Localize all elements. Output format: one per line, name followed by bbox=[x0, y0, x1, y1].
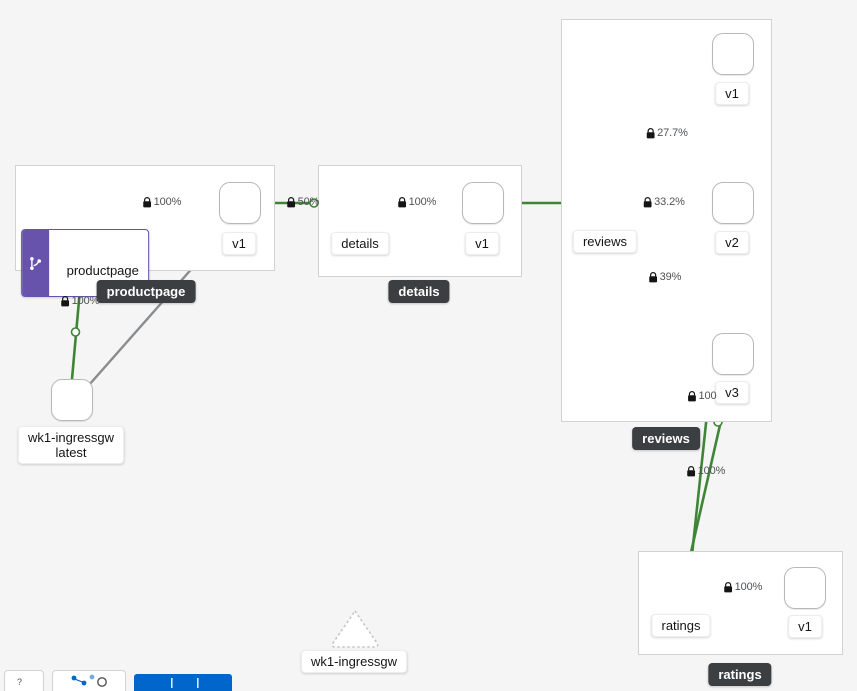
mtls-lock-icon bbox=[687, 390, 696, 402]
node-label-wk1-ingressgw-workload[interactable]: wk1-ingressgw latest bbox=[18, 426, 124, 464]
node-label-text: v2 bbox=[725, 235, 739, 250]
node-wk1-ingressgw-service-outline[interactable] bbox=[331, 610, 379, 648]
edge-label-reviews-svc-to-v2[interactable]: 33.2% bbox=[643, 196, 685, 208]
mtls-lock-icon bbox=[687, 465, 696, 477]
primary-button-icon bbox=[171, 677, 199, 688]
node-label-ratings-v1[interactable]: v1 bbox=[788, 615, 822, 638]
node-label-text: v1 bbox=[475, 236, 489, 251]
edge-percent: 100% bbox=[408, 196, 437, 208]
node-label-ratings-service[interactable]: ratings bbox=[651, 614, 711, 637]
group-label-text: details bbox=[398, 284, 440, 299]
group-label-reviews[interactable]: reviews bbox=[632, 427, 700, 450]
node-label-details-v1[interactable]: v1 bbox=[465, 232, 499, 255]
toolbar-layout-button[interactable] bbox=[52, 670, 126, 691]
edge-percent: 100% bbox=[734, 581, 763, 593]
node-label-text: v1 bbox=[232, 236, 246, 251]
node-productpage-v1[interactable] bbox=[219, 182, 261, 224]
group-label-details[interactable]: details bbox=[388, 280, 450, 303]
group-label-text: ratings bbox=[718, 667, 762, 682]
mtls-lock-icon bbox=[724, 581, 733, 593]
node-label-reviews-v2[interactable]: v2 bbox=[715, 231, 749, 254]
mtls-lock-icon bbox=[649, 271, 658, 283]
node-label-text: reviews bbox=[582, 234, 628, 249]
graph-layout-icon bbox=[71, 674, 107, 687]
node-label-text: wk1-ingressgw latest bbox=[28, 430, 114, 460]
node-wk1-ingressgw-workload[interactable] bbox=[51, 379, 93, 421]
node-label-reviews-v1[interactable]: v1 bbox=[715, 82, 749, 105]
edge-label-productpage-svc-to-v1[interactable]: 100% bbox=[143, 196, 182, 208]
node-label-text: v1 bbox=[798, 619, 812, 634]
graph-toolbar[interactable]: ? bbox=[0, 669, 232, 691]
edge-label-reviews-svc-to-v3[interactable]: 39% bbox=[649, 271, 682, 283]
group-label-productpage[interactable]: productpage bbox=[96, 280, 196, 303]
mtls-lock-icon bbox=[287, 196, 296, 208]
node-reviews-v1[interactable] bbox=[712, 33, 754, 75]
toolbar-legend-button[interactable]: ? bbox=[4, 670, 44, 691]
toolbar-primary-button[interactable] bbox=[134, 674, 232, 691]
node-label-text: details bbox=[341, 236, 379, 251]
node-label-productpage-v1[interactable]: v1 bbox=[222, 232, 256, 255]
virtual-service-icon bbox=[22, 230, 50, 296]
edge-percent: 100% bbox=[153, 196, 182, 208]
node-label-reviews-v3[interactable]: v3 bbox=[715, 381, 749, 404]
group-label-text: reviews bbox=[642, 431, 690, 446]
edge-label-reviews-v3-to-ratings-svc[interactable]: 100% bbox=[687, 465, 726, 477]
edge-label-reviews-v2-to-ratings-svc[interactable]: 100 bbox=[687, 390, 717, 402]
node-label-reviews-service[interactable]: reviews bbox=[572, 230, 638, 253]
edge-label-productpage-v1-to-details-svc[interactable]: 50% bbox=[287, 196, 320, 208]
node-label-text: productpage bbox=[66, 263, 139, 278]
mtls-lock-icon bbox=[398, 196, 407, 208]
edge-percent: 27.7% bbox=[657, 127, 688, 139]
mtls-lock-icon bbox=[61, 295, 70, 307]
edge-label-reviews-svc-to-v1[interactable]: 27.7% bbox=[646, 127, 688, 139]
mtls-lock-icon bbox=[643, 196, 652, 208]
edge-percent: 100% bbox=[697, 465, 726, 477]
node-label-details-service[interactable]: details bbox=[331, 232, 389, 255]
edge-percent: 100% bbox=[71, 295, 100, 307]
node-label-text: v3 bbox=[725, 385, 739, 400]
edge-percent: 50% bbox=[297, 196, 320, 208]
node-reviews-v3[interactable] bbox=[712, 333, 754, 375]
edge-label-details-svc-to-v1[interactable]: 100% bbox=[398, 196, 437, 208]
group-label-text: productpage bbox=[106, 284, 186, 299]
node-label-text: v1 bbox=[725, 86, 739, 101]
edge-percent: 39% bbox=[659, 271, 682, 283]
node-ratings-v1[interactable] bbox=[784, 567, 826, 609]
mtls-lock-icon bbox=[143, 196, 152, 208]
node-reviews-v2[interactable] bbox=[712, 182, 754, 224]
mtls-lock-icon bbox=[646, 127, 655, 139]
node-details-v1[interactable] bbox=[462, 182, 504, 224]
edge-percent: 33.2% bbox=[654, 196, 685, 208]
node-label-productpage-service[interactable]: productpage bbox=[21, 229, 149, 297]
edge-label-ratings-svc-to-v1[interactable]: 100% bbox=[724, 581, 763, 593]
node-label-text: wk1-ingressgw bbox=[311, 654, 397, 669]
group-label-ratings[interactable]: ratings bbox=[708, 663, 772, 686]
legend-icon: ? bbox=[17, 677, 22, 687]
svg-text:?: ? bbox=[17, 677, 22, 687]
node-label-text: ratings bbox=[661, 618, 701, 633]
edge-percent: 100 bbox=[698, 390, 717, 402]
node-label-wk1-ingressgw-service[interactable]: wk1-ingressgw bbox=[301, 650, 407, 673]
edge-label-ingress-to-productpage-svc[interactable]: 100% bbox=[61, 295, 100, 307]
